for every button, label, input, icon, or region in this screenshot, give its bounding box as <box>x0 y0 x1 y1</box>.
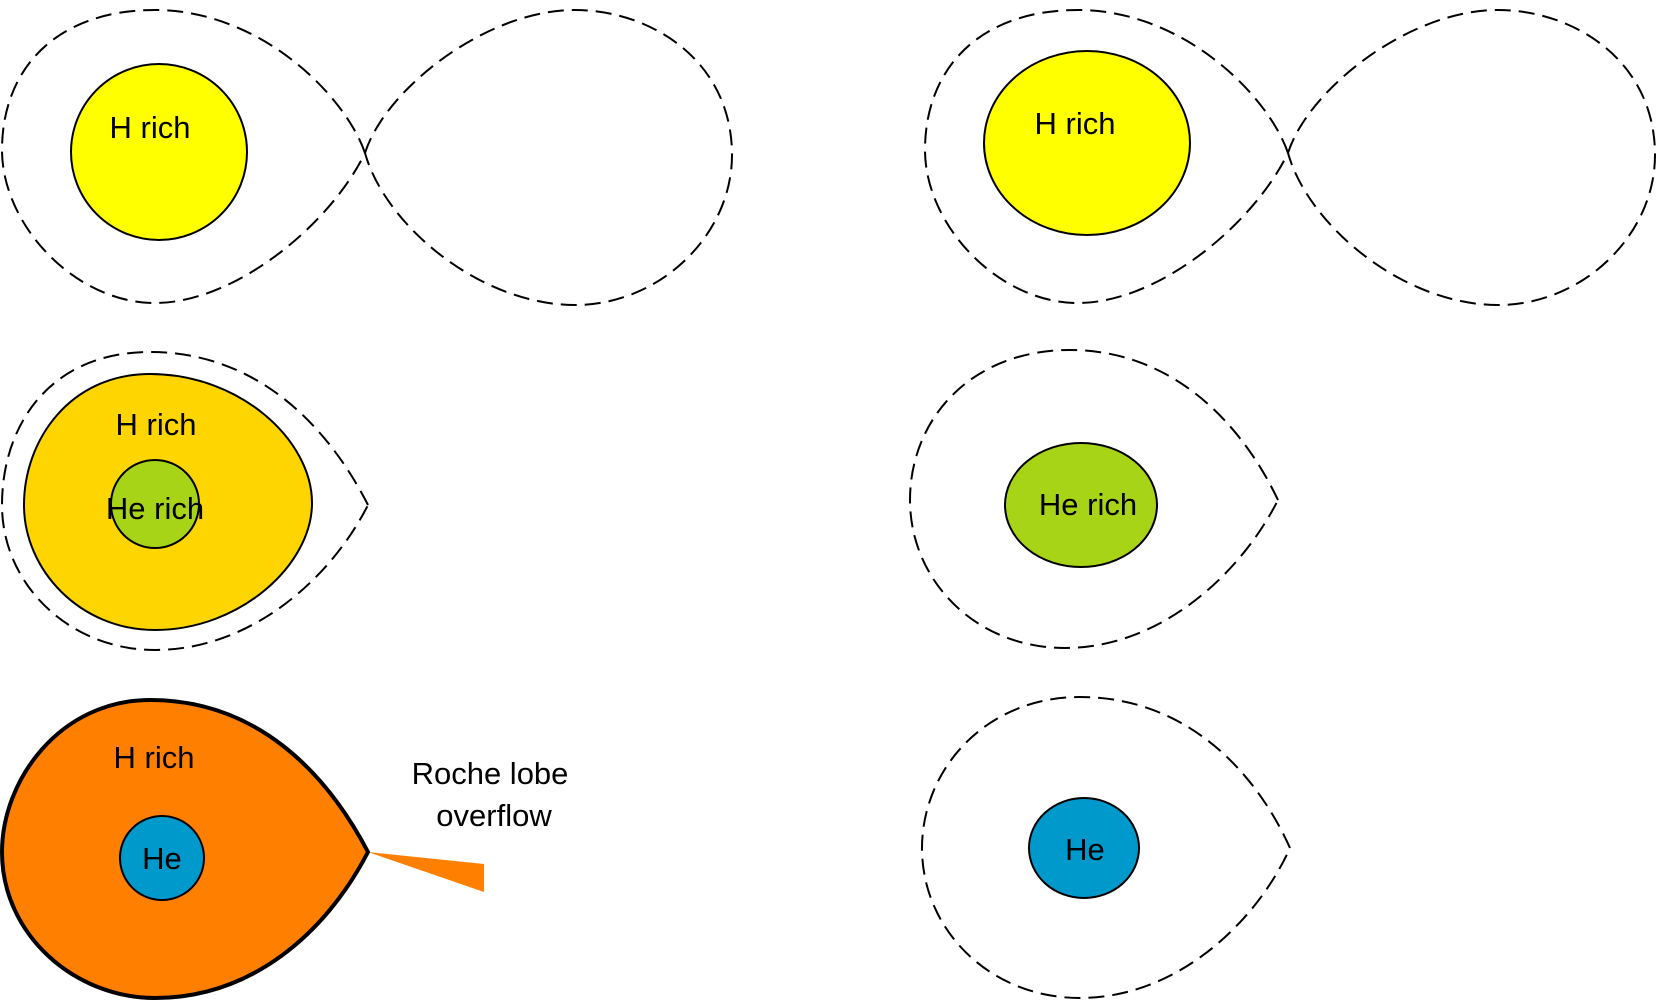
roche-lobe-right <box>1286 8 1657 307</box>
panel-top-left: H rich <box>0 8 734 307</box>
panel-top-right: H rich <box>923 8 1657 307</box>
he-rich-star <box>1004 442 1158 568</box>
roche-lobe-overflow-label-line2: overflow <box>436 798 552 833</box>
roche-lobe-right <box>363 8 734 307</box>
he-rich-core <box>110 459 200 549</box>
he-label: He <box>1065 832 1105 867</box>
he-core <box>119 815 205 901</box>
roche-lobe-overflow-label-line1: Roche lobe <box>412 756 569 791</box>
panel-bottom-right: He <box>920 695 1292 1000</box>
h-rich-label: H rich <box>114 740 195 775</box>
roche-lobe-left <box>0 8 367 305</box>
panel-middle-right: He rich <box>908 348 1280 650</box>
panel-middle-left: H rich He rich <box>0 350 370 652</box>
h-rich-star <box>70 63 248 241</box>
h-rich-label: H rich <box>116 407 197 442</box>
roche-lobe-left <box>923 8 1290 305</box>
panel-bottom-left: H rich He Roche lobe overflow <box>0 697 569 1001</box>
roche-lobe <box>908 348 1280 650</box>
h-rich-label: H rich <box>110 110 191 145</box>
mass-transfer-stream <box>368 852 484 892</box>
roche-lobe <box>920 695 1292 1000</box>
h-rich-label: H rich <box>1035 106 1116 141</box>
he-rich-label: He rich <box>106 491 204 526</box>
he-star <box>1028 797 1140 899</box>
he-label: He <box>142 841 182 876</box>
he-rich-label: He rich <box>1039 487 1137 522</box>
h-rich-star <box>983 50 1191 236</box>
roche-lobe <box>0 350 370 652</box>
